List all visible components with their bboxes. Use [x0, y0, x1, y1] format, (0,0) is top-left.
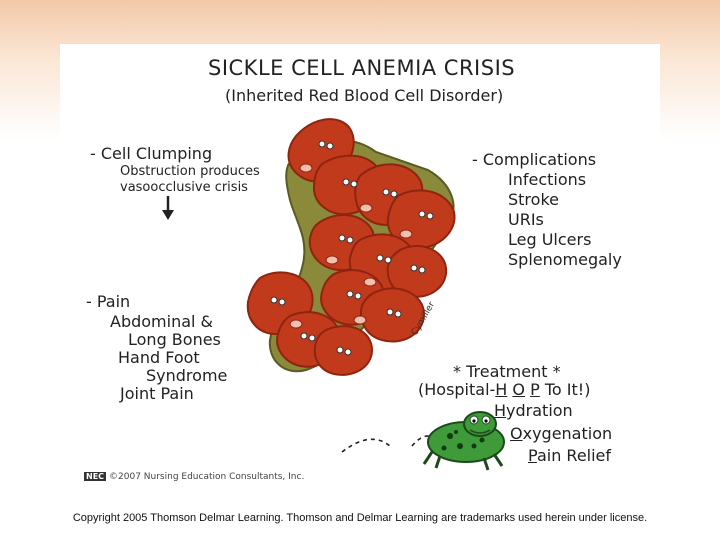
cell-faces	[270, 140, 434, 356]
nec-logo: NEC	[84, 472, 107, 481]
slide-subtitle: (Inherited Red Blood Cell Disorder)	[225, 86, 504, 105]
treatment-heading: * Treatment *	[453, 362, 561, 381]
pain-heading: - Pain	[86, 292, 131, 311]
complication-item: Leg Ulcers	[508, 230, 592, 249]
clumping-heading: - Cell Clumping	[90, 144, 213, 163]
step-letter: P	[528, 446, 537, 465]
copyright-notice: Copyright 2005 Thomson Delmar Learning. …	[72, 512, 648, 524]
credit-line: NEC©2007 Nursing Education Consultants, …	[84, 472, 304, 482]
slide-card: SICKLE CELL ANEMIA CRISIS (Inherited Red…	[60, 44, 660, 492]
step-letter: O	[510, 424, 523, 443]
frog-icon	[422, 411, 505, 471]
step-rest: ydration	[506, 401, 573, 420]
pain-line: Hand Foot	[118, 348, 200, 367]
pain-line: Joint Pain	[120, 384, 194, 403]
pain-line: Abdominal &	[110, 312, 214, 331]
clumping-line-1: Obstruction produces	[120, 164, 260, 179]
treatment-step: Hydration	[494, 401, 573, 421]
sickle-cell-illustration: Cymiller	[162, 118, 505, 471]
hop-letter-p: P	[530, 380, 540, 399]
hop-path	[341, 435, 443, 453]
hop-letter-o: O	[512, 380, 526, 399]
complications-heading: - Complications	[472, 150, 597, 169]
cell-hands	[289, 163, 413, 329]
treatment-step: Oxygenation	[510, 424, 612, 444]
step-rest: ain Relief	[536, 446, 612, 465]
hop-letter-h: H	[495, 380, 508, 399]
complication-item: Infections	[508, 170, 587, 189]
step-rest: xygenation	[522, 424, 613, 443]
arrow-down-icon	[162, 196, 174, 220]
complication-item: Splenomegaly	[508, 250, 622, 269]
sickle-cells	[246, 118, 456, 376]
pain-line: Long Bones	[128, 330, 221, 349]
hop-open: (Hospital-	[418, 380, 496, 399]
step-letter: H	[494, 401, 507, 420]
clumping-line-2: vasoocclusive crisis	[120, 180, 248, 195]
treatment-hop: (Hospital-H O P To It!)	[418, 380, 590, 400]
sickle-cell	[360, 287, 426, 343]
slide-title: SICKLE CELL ANEMIA CRISIS	[208, 56, 516, 80]
credit-text: ©2007 Nursing Education Consultants, Inc…	[109, 472, 305, 482]
treatment-step: Pain Relief	[528, 446, 611, 466]
pain-line: Syndrome	[146, 366, 228, 385]
complication-item: Stroke	[508, 190, 559, 209]
hop-close: To It!)	[544, 380, 591, 399]
complication-item: URIs	[508, 210, 544, 229]
